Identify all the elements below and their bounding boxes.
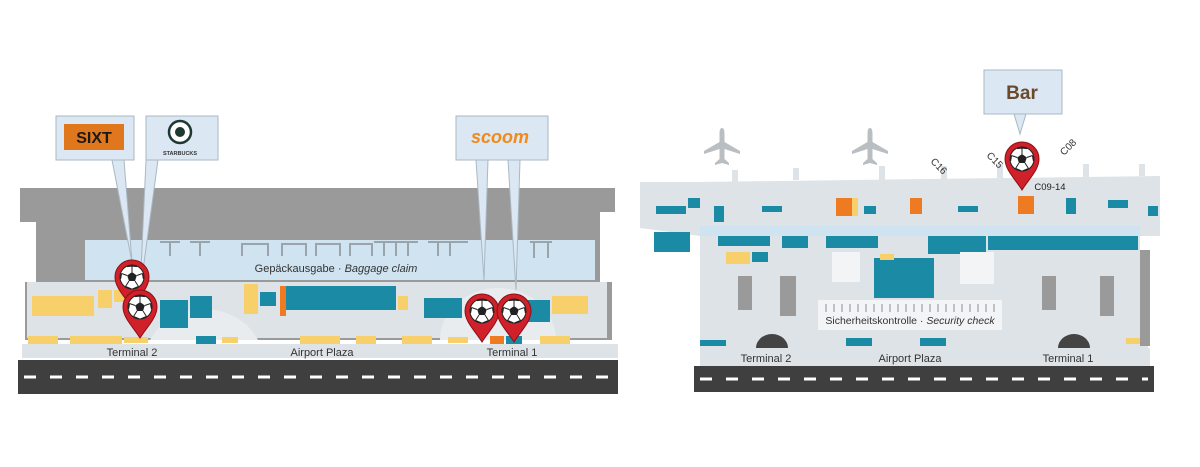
security-check-label: Sicherheitskontrolle · Security check bbox=[825, 315, 995, 327]
bar-logo-icon: Bar bbox=[1006, 83, 1038, 104]
right-terminal-1-label: Terminal 1 bbox=[1043, 353, 1094, 365]
right-road bbox=[694, 366, 1154, 392]
right-terminal-2-label: Terminal 2 bbox=[741, 353, 792, 365]
airplane-icon bbox=[852, 128, 888, 165]
left-airport-plaza-label: Airport Plaza bbox=[291, 347, 355, 359]
right-pier-band bbox=[700, 226, 1140, 236]
scoom-logo-icon: scoom bbox=[471, 127, 529, 147]
gate-c08-label: C08 bbox=[1058, 137, 1079, 158]
left-lower-strip bbox=[22, 344, 618, 358]
left-shops bbox=[28, 284, 588, 344]
sixt-logo-text: SIXT bbox=[76, 130, 112, 147]
scoom-callout[interactable]: scoom bbox=[455, 115, 549, 291]
right-map: Sicherheitskontrolle · Security check Te… bbox=[640, 69, 1160, 392]
right-lower-strip bbox=[700, 348, 1150, 366]
security-zone bbox=[818, 300, 1002, 330]
right-shops bbox=[654, 196, 1158, 346]
security-lanes bbox=[825, 304, 995, 312]
left-terminal-2-label: Terminal 2 bbox=[107, 347, 158, 359]
left-map: Terminal 2 Airport Plaza Terminal 1 Gepä… bbox=[18, 115, 618, 394]
starbucks-logo-text: STARBUCKS bbox=[163, 151, 197, 157]
right-side-wall bbox=[1140, 250, 1150, 346]
sixt-logo-icon bbox=[64, 124, 124, 150]
airplane-icon bbox=[704, 128, 740, 165]
left-terminal-1-label: Terminal 1 bbox=[487, 347, 538, 359]
sixt-callout[interactable]: SIXT bbox=[55, 115, 135, 263]
entrance-t2 bbox=[756, 334, 788, 348]
right-pier bbox=[640, 176, 1160, 236]
bar-callout[interactable]: Bar bbox=[983, 69, 1063, 136]
entrance-t1 bbox=[1058, 334, 1090, 348]
baggage-carousels bbox=[160, 241, 552, 258]
right-airport-plaza-label: Airport Plaza bbox=[879, 353, 943, 365]
gate-stubs bbox=[732, 164, 1145, 182]
starbucks-callout[interactable]: STARBUCKS bbox=[139, 115, 219, 293]
left-baggage-claim-label: Gepäckausgabe · Baggage claim bbox=[255, 263, 418, 275]
gate-c09-14-label: C09-14 bbox=[1034, 182, 1065, 193]
